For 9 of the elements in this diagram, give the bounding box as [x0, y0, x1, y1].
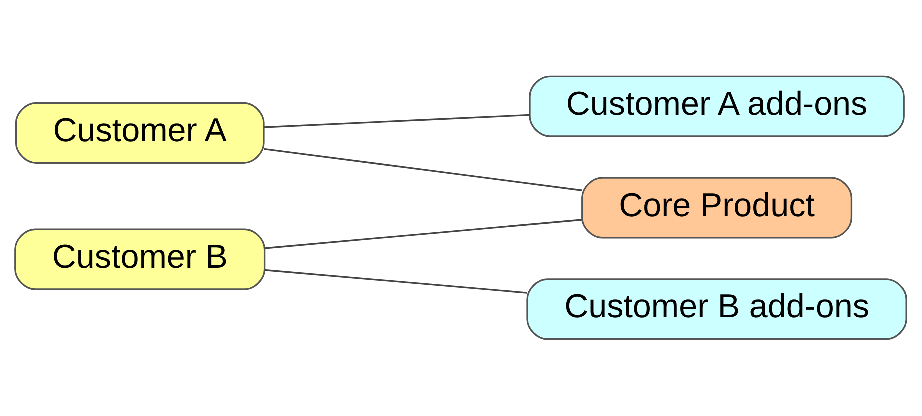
node-box: Customer B add-ons [526, 278, 908, 340]
node-box: Customer A add-ons [529, 76, 905, 138]
node-box: Core Product [582, 177, 853, 239]
node-box: Customer B [14, 228, 266, 290]
connector [264, 269, 528, 294]
connector [264, 148, 582, 192]
connector [264, 219, 582, 250]
connector [264, 114, 530, 128]
node-box: Customer A [15, 102, 265, 164]
